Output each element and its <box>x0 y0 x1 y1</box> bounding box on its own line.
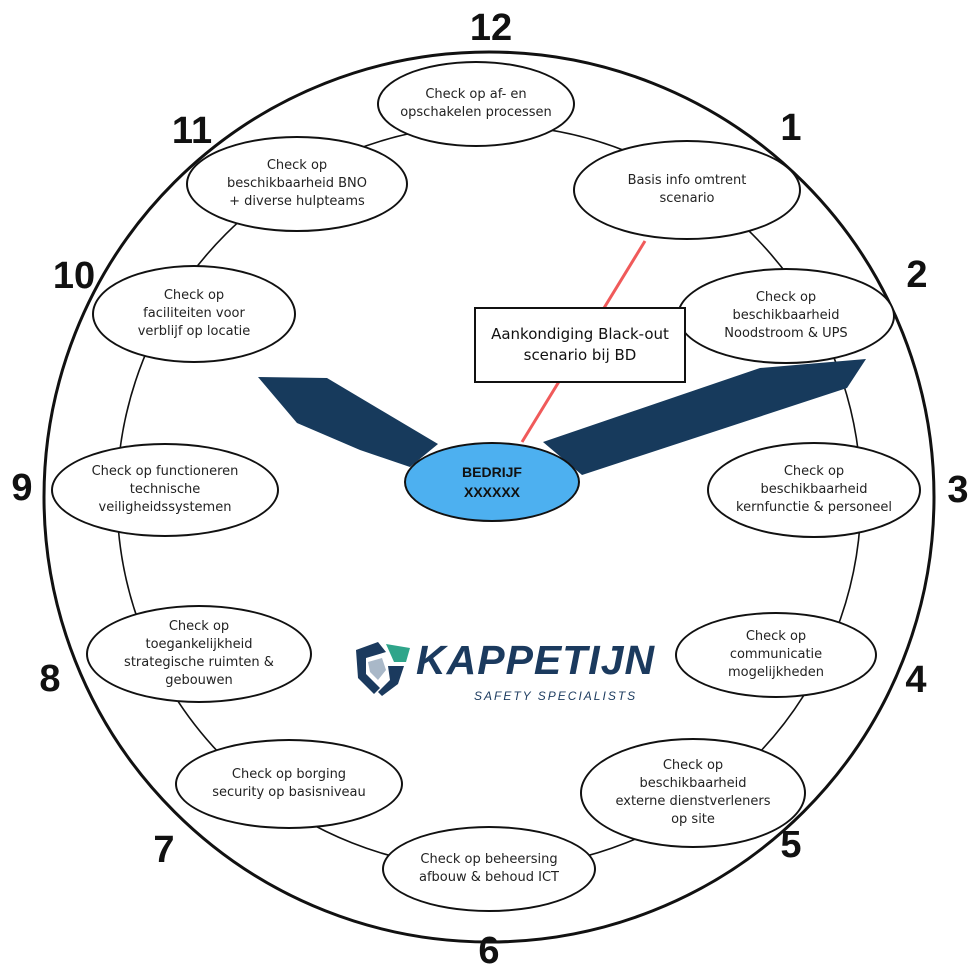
step-node-11: Check op beschikbaarheid BNO + diverse h… <box>186 136 408 232</box>
company-center-text: BEDRIJF XXXXXX <box>462 463 522 500</box>
announcement-text: Aankondiging Black-out scenario bij BD <box>491 325 669 364</box>
hour-number-8: 8 <box>39 658 61 700</box>
step-text: Check op beheersing afbouw & behoud ICT <box>419 851 559 885</box>
step-node-4: Check op communicatie mogelijkheden <box>675 612 877 698</box>
hour-number-4: 4 <box>905 659 927 701</box>
kappetijn-logo: KAPPETIJN SAFETY SPECIALISTS <box>352 636 654 708</box>
hour-number-3: 3 <box>947 469 969 511</box>
hour-number-2: 2 <box>906 254 928 296</box>
step-text: Check op communicatie mogelijkheden <box>728 628 824 681</box>
company-center-node: BEDRIJF XXXXXX <box>404 442 580 522</box>
logo-tagline: SAFETY SPECIALISTS <box>474 689 638 703</box>
outer-clock-ring <box>42 50 936 944</box>
step-text: Check op toegankelijkheid strategische r… <box>124 618 274 689</box>
step-node-10: Check op faciliteiten voor verblijf op l… <box>92 265 296 363</box>
logo-name: KAPPETIJN <box>416 637 656 683</box>
step-node-3: Check op beschikbaarheid kernfunctie & p… <box>707 442 921 538</box>
step-node-5: Check op beschikbaarheid externe dienstv… <box>580 738 806 848</box>
step-node-6: Check op beheersing afbouw & behoud ICT <box>382 826 596 912</box>
step-node-7: Check op borging security op basisniveau <box>175 739 403 829</box>
announcement-box: Aankondiging Black-out scenario bij BD <box>474 307 686 383</box>
step-text: Check op beschikbaarheid externe dienstv… <box>615 757 771 828</box>
hour-number-10: 10 <box>52 255 96 297</box>
hour-number-12: 12 <box>469 7 513 49</box>
step-text: Check op beschikbaarheid Noodstroom & UP… <box>724 289 848 342</box>
hour-number-7: 7 <box>153 829 175 871</box>
minute-hand <box>543 359 866 475</box>
step-text: Check op borging security op basisniveau <box>212 766 366 800</box>
shield-logo-icon <box>356 642 410 696</box>
step-text: Check op beschikbaarheid kernfunctie & p… <box>736 463 892 516</box>
hour-number-11: 11 <box>171 110 213 152</box>
hour-hand <box>258 377 438 467</box>
hour-number-1: 1 <box>780 107 802 149</box>
step-node-12: Check op af- en opschakelen processen <box>377 61 575 147</box>
hour-number-6: 6 <box>478 930 500 969</box>
step-text: Check op faciliteiten voor verblijf op l… <box>137 287 251 340</box>
step-node-8: Check op toegankelijkheid strategische r… <box>86 605 312 703</box>
step-node-1: Basis info omtrent scenario <box>573 140 801 240</box>
hour-number-9: 9 <box>11 467 33 509</box>
step-node-9: Check op functioneren technische veiligh… <box>51 443 279 537</box>
step-text: Check op af- en opschakelen processen <box>400 86 552 120</box>
step-text: Basis info omtrent scenario <box>627 172 747 206</box>
step-text: Check op functioneren technische veiligh… <box>91 463 239 516</box>
hour-number-5: 5 <box>780 824 802 866</box>
step-text: Check op beschikbaarheid BNO + diverse h… <box>227 157 367 210</box>
step-node-2: Check op beschikbaarheid Noodstroom & UP… <box>677 268 895 364</box>
